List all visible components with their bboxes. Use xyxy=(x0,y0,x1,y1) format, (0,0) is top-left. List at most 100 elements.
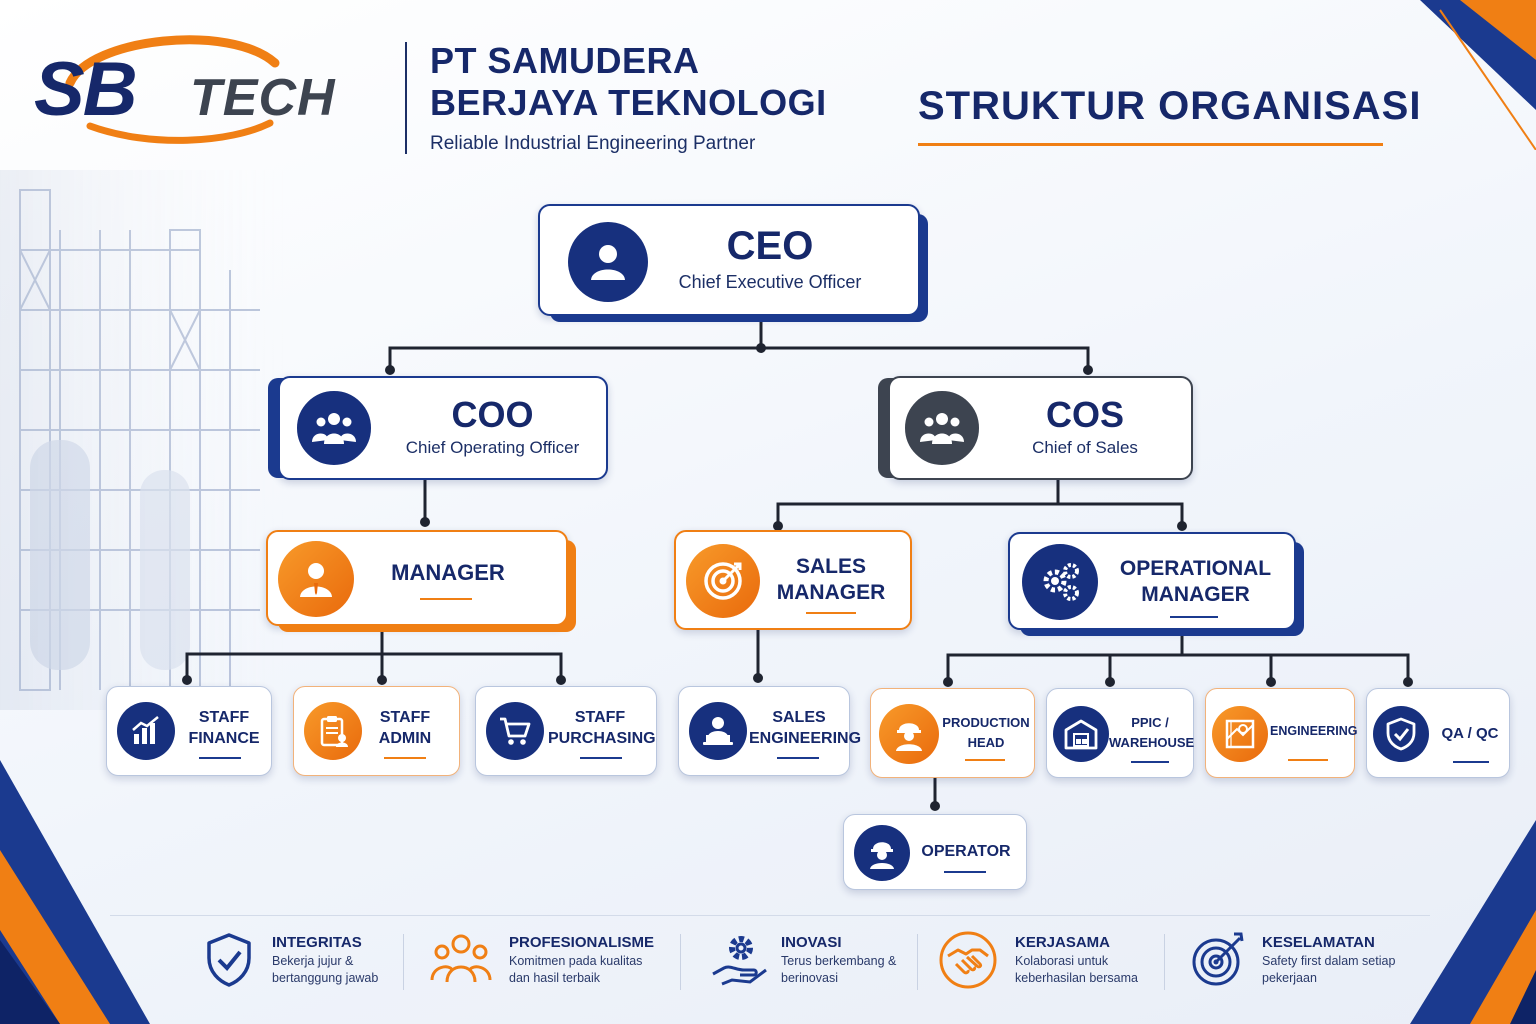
value-separator xyxy=(680,934,681,990)
ceo-title: CEO xyxy=(726,224,814,268)
org-node-coo[interactable]: COO Chief Operating Officer xyxy=(278,376,608,480)
operational-manager-line1: OPERATIONAL xyxy=(1119,557,1272,580)
org-node-operator[interactable]: OPERATOR xyxy=(843,814,1027,890)
header-divider xyxy=(405,42,407,154)
staff-finance-title: STAFF FINANCE xyxy=(179,707,269,749)
staff-admin-underline xyxy=(384,757,426,759)
org-node-sales-manager[interactable]: SALES MANAGER xyxy=(674,530,912,630)
value-title: PROFESIONALISME xyxy=(509,934,655,951)
org-node-cos[interactable]: COS Chief of Sales xyxy=(888,376,1193,480)
org-node-engineering[interactable]: ENGINEERING xyxy=(1205,688,1358,778)
staff-purchasing-underline xyxy=(580,757,622,759)
production-head-title: PRODUCTION HEAD xyxy=(941,713,1031,753)
user-icon xyxy=(568,222,648,302)
org-node-sales-engineering[interactable]: SALES ENGINEERING xyxy=(678,686,862,776)
company-tagline: Reliable Industrial Engineering Partner xyxy=(430,133,756,154)
org-node-manager[interactable]: MANAGER xyxy=(266,530,568,626)
org-node-staff-admin[interactable]: STAFF ADMIN xyxy=(293,686,460,776)
operator-title: OPERATOR xyxy=(921,843,1011,860)
org-node-production-head[interactable]: PRODUCTION HEAD xyxy=(870,688,1035,778)
warehouse-icon xyxy=(1053,706,1109,762)
ppic-warehouse-line2: WAREHOUSE xyxy=(1109,735,1195,750)
staff-purchasing-line2: PURCHASING xyxy=(548,730,656,747)
coo-title: COO xyxy=(451,394,534,435)
coo-subtitle: Chief Operating Officer xyxy=(405,438,580,457)
value-desc-line1: Komitmen pada kualitas xyxy=(509,954,643,968)
page-title: STRUKTUR ORGANISASI xyxy=(918,84,1422,128)
staff-purchasing-title: STAFF PURCHASING xyxy=(548,707,656,749)
value-separator xyxy=(917,934,918,990)
company-name-line1: PT SAMUDERA xyxy=(430,40,700,81)
cart-icon xyxy=(486,702,544,760)
value-title: INTEGRITAS xyxy=(272,934,362,951)
staff-admin-title: STAFF ADMIN xyxy=(366,707,444,749)
laptop-user-icon xyxy=(689,702,747,760)
ppic-warehouse-title: PPIC / WAREHOUSE xyxy=(1109,713,1195,753)
engineering-title: ENGINEERING xyxy=(1270,724,1358,738)
logo-tech-text: TECH xyxy=(190,69,336,127)
worker-icon xyxy=(879,704,939,764)
operational-manager-line2: MANAGER xyxy=(1141,583,1250,606)
corner-decoration-bottom-right xyxy=(1410,820,1536,1024)
production-head-line2: HEAD xyxy=(967,735,1005,750)
org-node-staff-finance[interactable]: STAFF FINANCE xyxy=(106,686,272,776)
shield-check-icon xyxy=(207,933,251,987)
blueprint-icon xyxy=(1212,706,1268,762)
value-description: Komitmen pada kualitas dan hasil terbaik xyxy=(509,953,659,987)
qa-qc-underline xyxy=(1453,761,1489,763)
value-title: KERJASAMA xyxy=(1015,934,1111,951)
value-desc-line2: berinovasi xyxy=(781,971,838,985)
cos-subtitle: Chief of Sales xyxy=(1032,438,1138,457)
clipboard-icon xyxy=(304,702,362,760)
ppic-warehouse-line1: PPIC / xyxy=(1131,715,1169,730)
value-desc-line2: pekerjaan xyxy=(1262,971,1317,985)
sales-manager-line2: MANAGER xyxy=(776,581,886,604)
sales-engineering-underline xyxy=(777,757,819,759)
sales-manager-underline xyxy=(806,612,856,614)
staff-finance-underline xyxy=(199,757,241,759)
staff-admin-line2: ADMIN xyxy=(378,730,432,747)
value-desc-line2: bertanggung jawab xyxy=(272,971,379,985)
value-desc-line2: dan hasil terbaik xyxy=(509,971,601,985)
ceo-subtitle: Chief Executive Officer xyxy=(678,272,862,292)
value-description: Kolaborasi untuk keberhasilan bersama xyxy=(1015,953,1165,987)
corner-decoration-bottom-left xyxy=(0,760,150,1024)
value-description: Terus berkembang & berinovasi xyxy=(781,953,931,987)
operational-manager-underline xyxy=(1170,616,1218,618)
handshake-icon xyxy=(939,931,997,989)
company-name: PT SAMUDERA BERJAYA TEKNOLOGI xyxy=(430,40,827,124)
value-separator xyxy=(1164,934,1165,990)
sales-manager-line1: SALES xyxy=(795,555,866,578)
value-desc-line1: Kolaborasi untuk xyxy=(1015,954,1109,968)
company-name-line2: BERJAYA TEKNOLOGI xyxy=(430,82,827,123)
org-node-qa-qc[interactable]: QA / QC xyxy=(1366,688,1510,778)
org-node-staff-purchasing[interactable]: STAFF PURCHASING xyxy=(475,686,657,776)
staff-purchasing-line1: STAFF xyxy=(574,709,626,726)
shield-check-icon xyxy=(1373,706,1429,762)
manager-icon xyxy=(278,541,354,617)
staff-admin-line1: STAFF xyxy=(379,709,431,726)
production-head-underline xyxy=(965,759,1005,761)
engineering-underline xyxy=(1288,759,1328,761)
manager-title: MANAGER xyxy=(391,560,505,585)
gear-hand-icon xyxy=(712,936,767,986)
staff-finance-line1: STAFF xyxy=(198,709,250,726)
footer-divider xyxy=(110,915,1430,916)
operational-manager-title: OPERATIONAL MANAGER xyxy=(1108,556,1283,608)
corner-decoration-top-right xyxy=(1420,0,1536,150)
target-icon xyxy=(686,544,760,618)
team-icon xyxy=(294,388,374,468)
org-node-ppic-warehouse[interactable]: PPIC / WAREHOUSE xyxy=(1046,688,1194,778)
chart-icon xyxy=(117,702,175,760)
sales-engineering-title: SALES ENGINEERING xyxy=(749,707,862,749)
sales-engineering-line2: ENGINEERING xyxy=(749,730,862,747)
ppic-warehouse-underline xyxy=(1131,761,1169,763)
value-description: Bekerja jujur & bertanggung jawab xyxy=(272,953,422,987)
value-desc-line1: Bekerja jujur & xyxy=(272,954,354,968)
value-desc-line1: Terus berkembang & xyxy=(781,954,897,968)
logo-sb-text: SB xyxy=(34,47,138,132)
value-desc-line1: Safety first dalam setiap xyxy=(1262,954,1396,968)
org-node-ceo[interactable]: CEO Chief Executive Officer xyxy=(538,204,920,316)
org-node-operational-manager[interactable]: OPERATIONAL MANAGER xyxy=(1008,532,1296,630)
